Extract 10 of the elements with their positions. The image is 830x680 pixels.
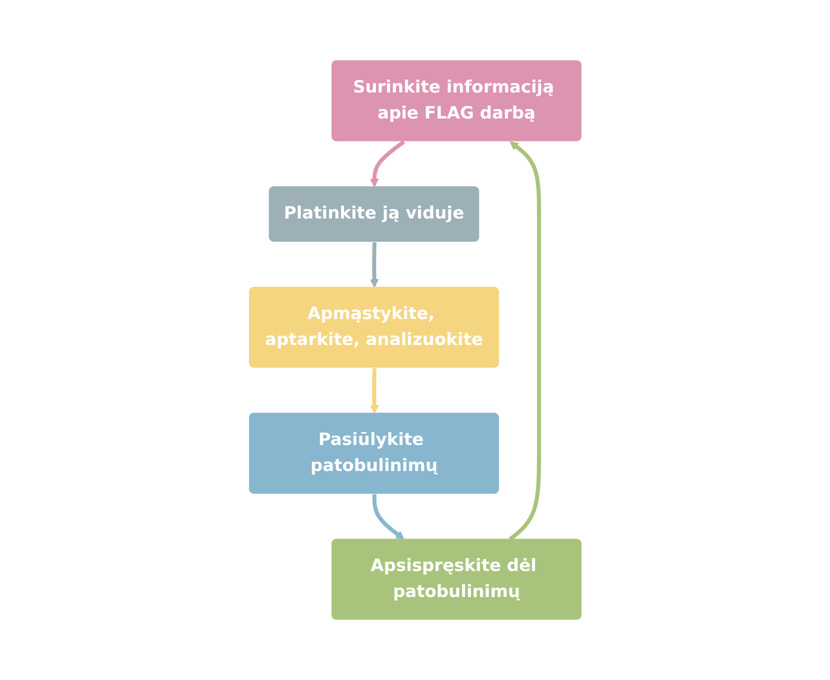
node-box: Apmąstykite, aptarkite, analizuokite [248, 286, 499, 368]
node-box: Apsispręskite dėl patobulinimų [331, 538, 582, 620]
arrow [370, 368, 378, 414]
arrow [370, 140, 405, 188]
arrow [370, 242, 378, 288]
node-box: Surinkite informaciją apie FLAG darbą [331, 60, 582, 142]
arrow [508, 141, 541, 541]
node-box: Pasiūlykite patobulinimų [248, 412, 499, 494]
arrow [372, 494, 404, 540]
node-box: Platinkite ją viduje [268, 186, 479, 242]
